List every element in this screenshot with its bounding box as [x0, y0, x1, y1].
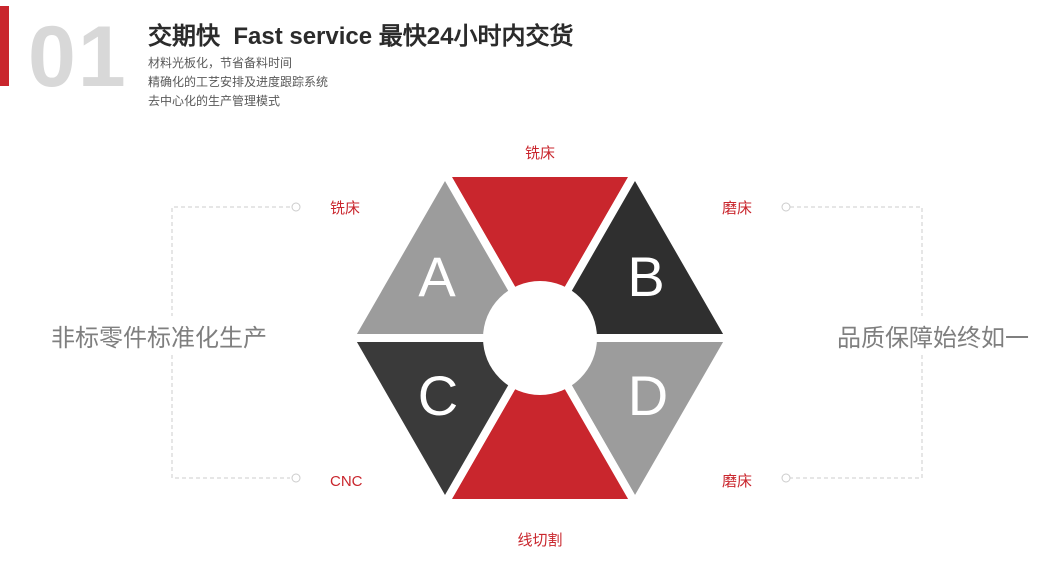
letter-a: A [418, 245, 456, 308]
label-top-milling: 铣床 [525, 145, 555, 162]
subtitle-line: 材料光板化，节省备料时间 [148, 56, 293, 70]
subtitle-line: 去中心化的生产管理模式 [148, 94, 281, 108]
label-left-milling: 铣床 [330, 200, 360, 217]
center-circle [483, 281, 597, 395]
letter-c: C [418, 364, 458, 427]
connector-dot [781, 473, 791, 483]
section-number: 01 [28, 9, 128, 105]
connector-dot [291, 473, 301, 483]
label-right-grinding-bottom: 磨床 [722, 473, 752, 490]
label-left-cnc: CNC [330, 473, 363, 490]
letter-b: B [627, 245, 664, 308]
letter-d: D [628, 364, 668, 427]
segment-upper-left-a [346, 169, 544, 342]
left-caption: 非标零件标准化生产 [46, 316, 272, 355]
right-caption: 品质保障始终如一 [832, 316, 1034, 355]
page-title: 交期快 Fast service 最快24小时内交货 [148, 23, 574, 50]
subtitle-line: 精确化的工艺安排及进度跟踪系统 [148, 75, 329, 89]
label-right-grinding-top: 磨床 [722, 200, 752, 217]
subtitle-list: 材料光板化，节省备料时间 精确化的工艺安排及进度跟踪系统 去中心化的生产管理模式 [148, 54, 328, 111]
accent-bar [0, 6, 9, 86]
label-bottom-wirecut: 线切割 [517, 532, 562, 549]
connector-dot [781, 202, 791, 212]
connector-dot [291, 202, 301, 212]
